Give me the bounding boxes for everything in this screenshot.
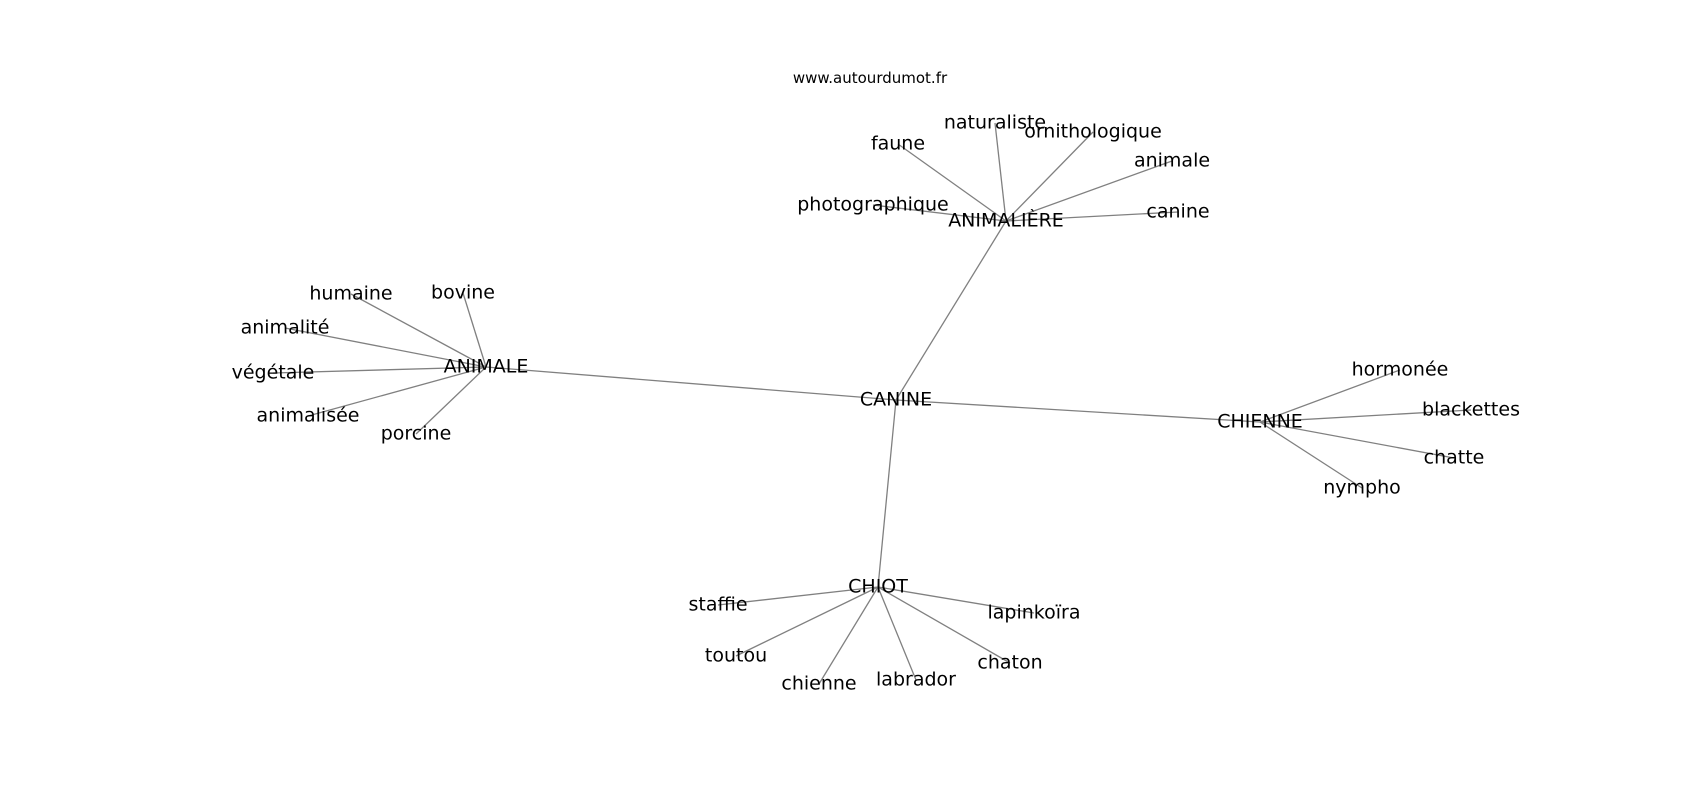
node-ornithologique[interactable]: ornithologique	[1024, 121, 1162, 143]
edge-animale_hub-humaine	[350, 293, 487, 368]
node-staffie[interactable]: staffie	[688, 594, 747, 616]
node-animale[interactable]: animale	[1134, 150, 1210, 172]
edge-animale_hub-animalisee	[307, 366, 487, 417]
edge-animale_hub-animalite	[284, 327, 487, 368]
node-naturaliste[interactable]: naturaliste	[944, 112, 1046, 134]
node-chatte[interactable]: chatte	[1424, 447, 1485, 469]
edge-canine_center-chienne_hub	[895, 399, 1261, 423]
node-animaliere[interactable]: ANIMALIÈRE	[948, 209, 1064, 232]
node-hormonee[interactable]: hormonée	[1352, 359, 1449, 381]
edge-chienne_hub-chatte	[1259, 421, 1455, 459]
edge-animaliere-ornithologique	[1005, 131, 1094, 222]
node-photographique[interactable]: photographique	[797, 194, 949, 216]
node-chaton[interactable]: chaton	[977, 652, 1042, 674]
edge-chienne_hub-hormonee	[1259, 369, 1401, 423]
node-humaine[interactable]: humaine	[309, 283, 392, 305]
node-canine[interactable]: canine	[1146, 201, 1209, 223]
edge-chienne_hub-blackettes	[1259, 409, 1472, 423]
node-bovine[interactable]: bovine	[431, 282, 495, 304]
node-animalisee[interactable]: animalisée	[257, 405, 360, 427]
node-chienne-hub[interactable]: CHIENNE	[1217, 411, 1303, 433]
node-porcine[interactable]: porcine	[381, 423, 452, 445]
node-chiot[interactable]: CHIOT	[848, 576, 908, 598]
edge-chiot-chaton	[877, 586, 1011, 664]
node-vegetale[interactable]: végétale	[232, 362, 315, 384]
edge-animale_hub-vegetale	[272, 366, 487, 374]
node-chienne[interactable]: chienne	[781, 673, 856, 695]
edges-layer	[272, 122, 1472, 685]
edge-canine_center-chiot	[877, 399, 897, 588]
node-canine-center[interactable]: CANINE	[860, 389, 932, 411]
node-nympho[interactable]: nympho	[1323, 477, 1401, 499]
node-animale-hub[interactable]: ANIMALE	[444, 356, 529, 378]
node-lapinkoira[interactable]: lapinkoïra	[988, 602, 1081, 624]
edge-animaliere-photographique	[872, 204, 1007, 222]
edge-animaliere-canine_leaf	[1005, 211, 1179, 222]
edge-canine_center-animaliere	[895, 220, 1007, 401]
node-faune[interactable]: faune	[871, 133, 925, 155]
node-toutou[interactable]: toutou	[705, 645, 767, 667]
node-blackettes[interactable]: blackettes	[1422, 399, 1520, 421]
edge-animale_hub-porcine	[415, 366, 487, 435]
edge-animaliere-animale_leaf	[1005, 160, 1173, 222]
node-labrador[interactable]: labrador	[876, 669, 956, 691]
edge-animaliere-faune	[897, 143, 1007, 222]
site-url: www.autourdumot.fr	[793, 69, 948, 87]
edge-chiot-lapinkoira	[877, 586, 1035, 614]
edge-chienne_hub-nympho	[1259, 421, 1363, 489]
edge-animale_hub-bovine	[462, 292, 487, 368]
edge-canine_center-animale_hub	[485, 366, 897, 401]
edge-animaliere-naturaliste	[994, 122, 1007, 222]
labels-layer: CANINE ANIMALIÈRE ANIMALE CHIENNE CHIOT …	[232, 112, 1520, 695]
node-animalite[interactable]: animalité	[241, 317, 330, 339]
edge-chiot-chienne_leaf	[818, 586, 879, 685]
edge-chiot-labrador	[877, 586, 917, 681]
edge-chiot-staffie	[717, 586, 879, 606]
edge-chiot-toutou	[735, 586, 879, 657]
